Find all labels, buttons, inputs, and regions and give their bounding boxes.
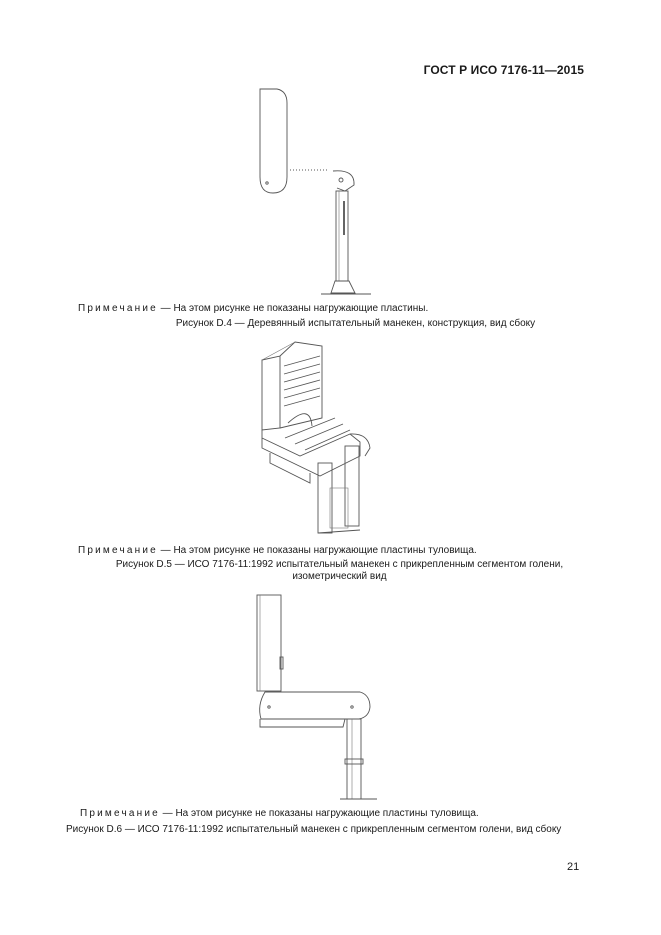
note-label: Примечание — [78, 303, 158, 314]
figure-d4-caption: Рисунок D.4 — Деревянный испытательный м… — [175, 318, 536, 329]
figure-d4-note: Примечание — На этом рисунке не показаны… — [78, 303, 428, 314]
page-number: 21 — [567, 861, 580, 873]
figure-d6-drawing — [256, 594, 377, 800]
figure-d6-caption: Рисунок D.6 — ИСО 7176-11:1992 испытател… — [66, 824, 562, 835]
caption-line-2: изометрический вид — [292, 571, 387, 582]
note-text: — На этом рисунке не показаны нагружающи… — [159, 808, 479, 819]
note-text: — На этом рисунке не показаны нагружающи… — [157, 303, 429, 314]
caption-line-1: Рисунок D.5 — ИСО 7176-11:1992 испытател… — [115, 559, 564, 570]
note-text: — На этом рисунке не показаны нагружающи… — [157, 545, 477, 556]
document-header-standard-code: ГОСТ Р ИСО 7176-11—2015 — [423, 63, 584, 77]
note-label: Примечание — [78, 545, 158, 556]
figure-d4-drawing — [259, 88, 371, 295]
figure-d6-note: Примечание — На этом рисунке не показаны… — [80, 808, 479, 819]
figure-d5-drawing — [261, 341, 371, 534]
figure-d5-caption: Рисунок D.5 — ИСО 7176-11:1992 испытател… — [0, 559, 661, 583]
figure-d5-note: Примечание — На этом рисунке не показаны… — [78, 545, 477, 556]
note-label: Примечание — [80, 808, 160, 819]
